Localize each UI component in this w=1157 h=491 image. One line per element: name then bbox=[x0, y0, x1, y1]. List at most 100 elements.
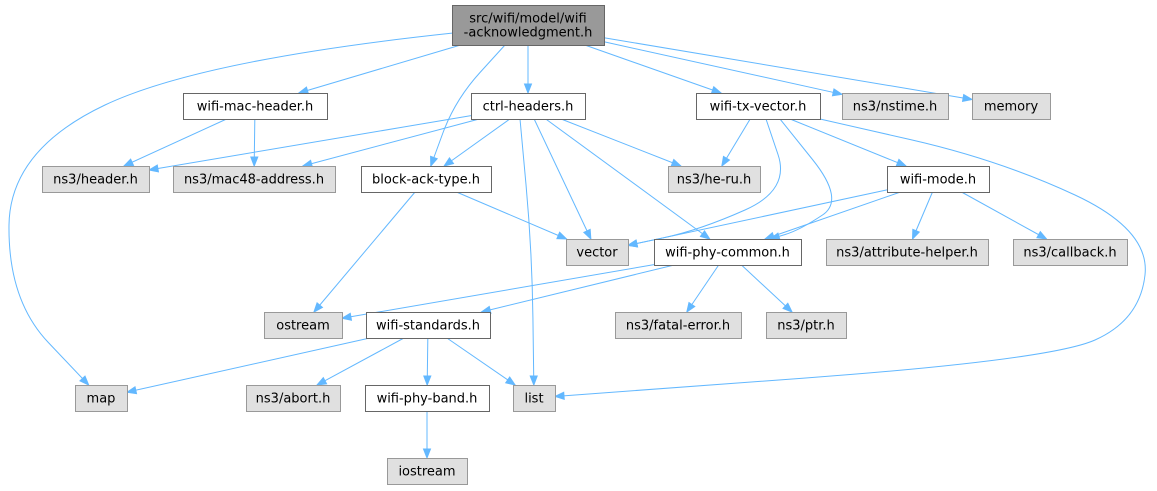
edge-ctrl-headers-to-vector bbox=[533, 118, 592, 241]
node-ptr: ns3/ptr.h bbox=[766, 312, 847, 339]
edge-wifi-mac-header-to-mac48-arrowhead bbox=[250, 156, 259, 168]
edge-wifi-tx-vector-to-wifi-phy-common-line bbox=[770, 118, 833, 240]
edge-ctrl-headers-to-he-ru-line bbox=[560, 118, 682, 167]
node-callback-box bbox=[1013, 239, 1128, 266]
edge-root-to-wifi-tx-vector-arrowhead bbox=[710, 85, 723, 94]
edge-ctrl-headers-to-list-line bbox=[519, 118, 535, 386]
edge-wifi-tx-vector-to-wifi-mode bbox=[789, 118, 908, 167]
edge-root-to-nstime-arrowhead bbox=[831, 88, 844, 97]
edge-wifi-phy-common-to-fatal-error-arrowhead bbox=[686, 301, 696, 314]
edge-block-ack-type-to-vector-line bbox=[456, 191, 567, 240]
edge-wifi-standards-to-abort bbox=[315, 337, 405, 386]
node-attribute-helper-box bbox=[826, 239, 989, 266]
edge-ctrl-headers-to-wifi-phy-common-arrowhead bbox=[699, 229, 711, 240]
node-wifi-mac-header-box bbox=[183, 93, 328, 120]
node-mac48-box bbox=[173, 166, 336, 193]
edge-root-to-nstime bbox=[603, 41, 844, 97]
edge-ctrl-headers-to-wifi-phy-common bbox=[545, 118, 711, 240]
edge-wifi-mac-header-to-mac48 bbox=[250, 118, 259, 168]
edge-block-ack-type-to-vector-arrowhead bbox=[556, 231, 568, 240]
edges-layer bbox=[8, 32, 1146, 460]
edge-wifi-mode-to-wifi-phy-common-line bbox=[764, 191, 901, 240]
edge-ctrl-headers-to-header-arrowhead bbox=[147, 164, 160, 173]
edge-ctrl-headers-to-he-ru-arrowhead bbox=[670, 158, 683, 167]
edge-root-to-wifi-mac-header-arrowhead bbox=[297, 86, 310, 95]
node-wifi-standards[interactable]: wifi-standards.h bbox=[366, 312, 491, 339]
edge-wifi-phy-common-to-ostream-line bbox=[341, 264, 655, 319]
node-wifi-standards-box bbox=[366, 312, 491, 339]
edge-wifi-mode-to-wifi-phy-common bbox=[763, 191, 901, 240]
node-ctrl-headers[interactable]: ctrl-headers.h bbox=[471, 93, 586, 120]
edge-wifi-mode-to-attribute-helper bbox=[911, 191, 933, 241]
node-root-box bbox=[452, 5, 605, 46]
nodes-layer: src/wifi/model/wifi-acknowledgment.h wifi… bbox=[42, 5, 1128, 485]
node-root[interactable]: src/wifi/model/wifi-acknowledgment.h bbox=[452, 5, 605, 46]
edge-wifi-phy-common-to-fatal-error bbox=[686, 264, 720, 314]
edge-wifi-tx-vector-to-wifi-mode-line bbox=[789, 118, 907, 167]
edge-root-to-wifi-tx-vector-line bbox=[584, 44, 722, 94]
edge-block-ack-type-to-vector bbox=[456, 191, 568, 240]
node-list: list bbox=[513, 385, 556, 412]
edge-root-to-wifi-mac-header bbox=[297, 44, 461, 95]
edge-wifi-mode-to-callback bbox=[961, 191, 1048, 240]
node-wifi-phy-common-label: wifi-phy-common.h bbox=[665, 246, 790, 261]
node-attribute-helper-label: ns3/attribute-helper.h bbox=[836, 246, 978, 261]
edge-wifi-mode-to-callback-line bbox=[961, 191, 1047, 240]
edge-wifi-mode-to-wifi-phy-common-arrowhead bbox=[763, 231, 776, 240]
edge-wifi-mac-header-to-header-arrowhead bbox=[122, 158, 135, 167]
edge-root-to-map-line bbox=[8, 32, 453, 386]
node-wifi-mode[interactable]: wifi-mode.h bbox=[887, 166, 990, 193]
node-callback-label: ns3/callback.h bbox=[1023, 246, 1116, 261]
node-map: map bbox=[75, 385, 128, 412]
node-abort-label: ns3/abort.h bbox=[256, 392, 331, 407]
edge-wifi-standards-to-map-arrowhead bbox=[125, 385, 138, 395]
node-map-label: map bbox=[87, 392, 116, 407]
node-mac48-label: ns3/mac48-address.h bbox=[184, 173, 324, 188]
edge-root-to-block-ack-type-arrowhead bbox=[430, 155, 439, 168]
node-ostream-label: ostream bbox=[276, 319, 330, 334]
edge-block-ack-type-to-ostream bbox=[313, 191, 416, 314]
node-header: ns3/header.h bbox=[42, 166, 150, 193]
node-iostream-label: iostream bbox=[398, 465, 455, 480]
edge-wifi-phy-common-to-ptr-arrowhead bbox=[782, 302, 794, 313]
edge-wifi-tx-vector-to-list-line bbox=[554, 118, 1146, 397]
edge-wifi-standards-to-map-line bbox=[126, 337, 370, 393]
node-vector: vector bbox=[566, 239, 629, 266]
node-wifi-mode-box bbox=[887, 166, 990, 193]
edge-root-to-memory bbox=[603, 37, 974, 103]
edge-root-to-block-ack-type-line bbox=[430, 44, 506, 167]
edge-ctrl-headers-to-vector-arrowhead bbox=[582, 228, 592, 241]
edge-wifi-phy-common-to-ptr bbox=[741, 264, 794, 313]
edge-root-to-wifi-mac-header-line bbox=[298, 44, 461, 94]
edge-wifi-tx-vector-to-list-arrowhead bbox=[553, 391, 565, 400]
edge-root-to-memory-line bbox=[603, 37, 973, 100]
edge-ctrl-headers-to-block-ack-type-line bbox=[443, 118, 511, 167]
edge-wifi-phy-common-to-ostream-arrowhead bbox=[340, 312, 353, 321]
node-block-ack-type[interactable]: block-ack-type.h bbox=[361, 166, 492, 193]
node-wifi-tx-vector-label: wifi-tx-vector.h bbox=[710, 100, 807, 115]
node-nstime-label: ns3/nstime.h bbox=[853, 100, 937, 115]
node-wifi-phy-common-box bbox=[654, 239, 802, 266]
edge-wifi-tx-vector-to-wifi-mode-arrowhead bbox=[895, 158, 908, 167]
edge-ctrl-headers-to-vector-line bbox=[533, 118, 592, 240]
edge-wifi-tx-vector-to-list bbox=[553, 118, 1146, 400]
node-ctrl-headers-box bbox=[471, 93, 586, 120]
node-wifi-phy-band-label: wifi-phy-band.h bbox=[377, 392, 478, 407]
edge-ctrl-headers-to-mac48-line bbox=[302, 118, 480, 167]
edge-wifi-standards-to-abort-arrowhead bbox=[315, 376, 328, 386]
node-list-label: list bbox=[524, 392, 543, 407]
edge-root-to-block-ack-type bbox=[430, 44, 506, 168]
node-wifi-mac-header[interactable]: wifi-mac-header.h bbox=[183, 93, 328, 120]
node-list-box bbox=[513, 385, 556, 412]
node-memory-box bbox=[972, 93, 1051, 120]
node-wifi-phy-band-box bbox=[365, 385, 490, 412]
node-wifi-phy-common[interactable]: wifi-phy-common.h bbox=[654, 239, 802, 266]
node-root-label-line-1: src/wifi/model/wifi bbox=[469, 12, 586, 27]
edge-ctrl-headers-to-he-ru bbox=[560, 118, 683, 167]
edge-wifi-mode-to-attribute-helper-arrowhead bbox=[911, 228, 921, 241]
node-fatal-error-box bbox=[615, 312, 742, 339]
node-wifi-tx-vector[interactable]: wifi-tx-vector.h bbox=[696, 93, 821, 120]
node-wifi-phy-band[interactable]: wifi-phy-band.h bbox=[365, 385, 490, 412]
edge-ctrl-headers-to-list-arrowhead bbox=[529, 375, 538, 387]
